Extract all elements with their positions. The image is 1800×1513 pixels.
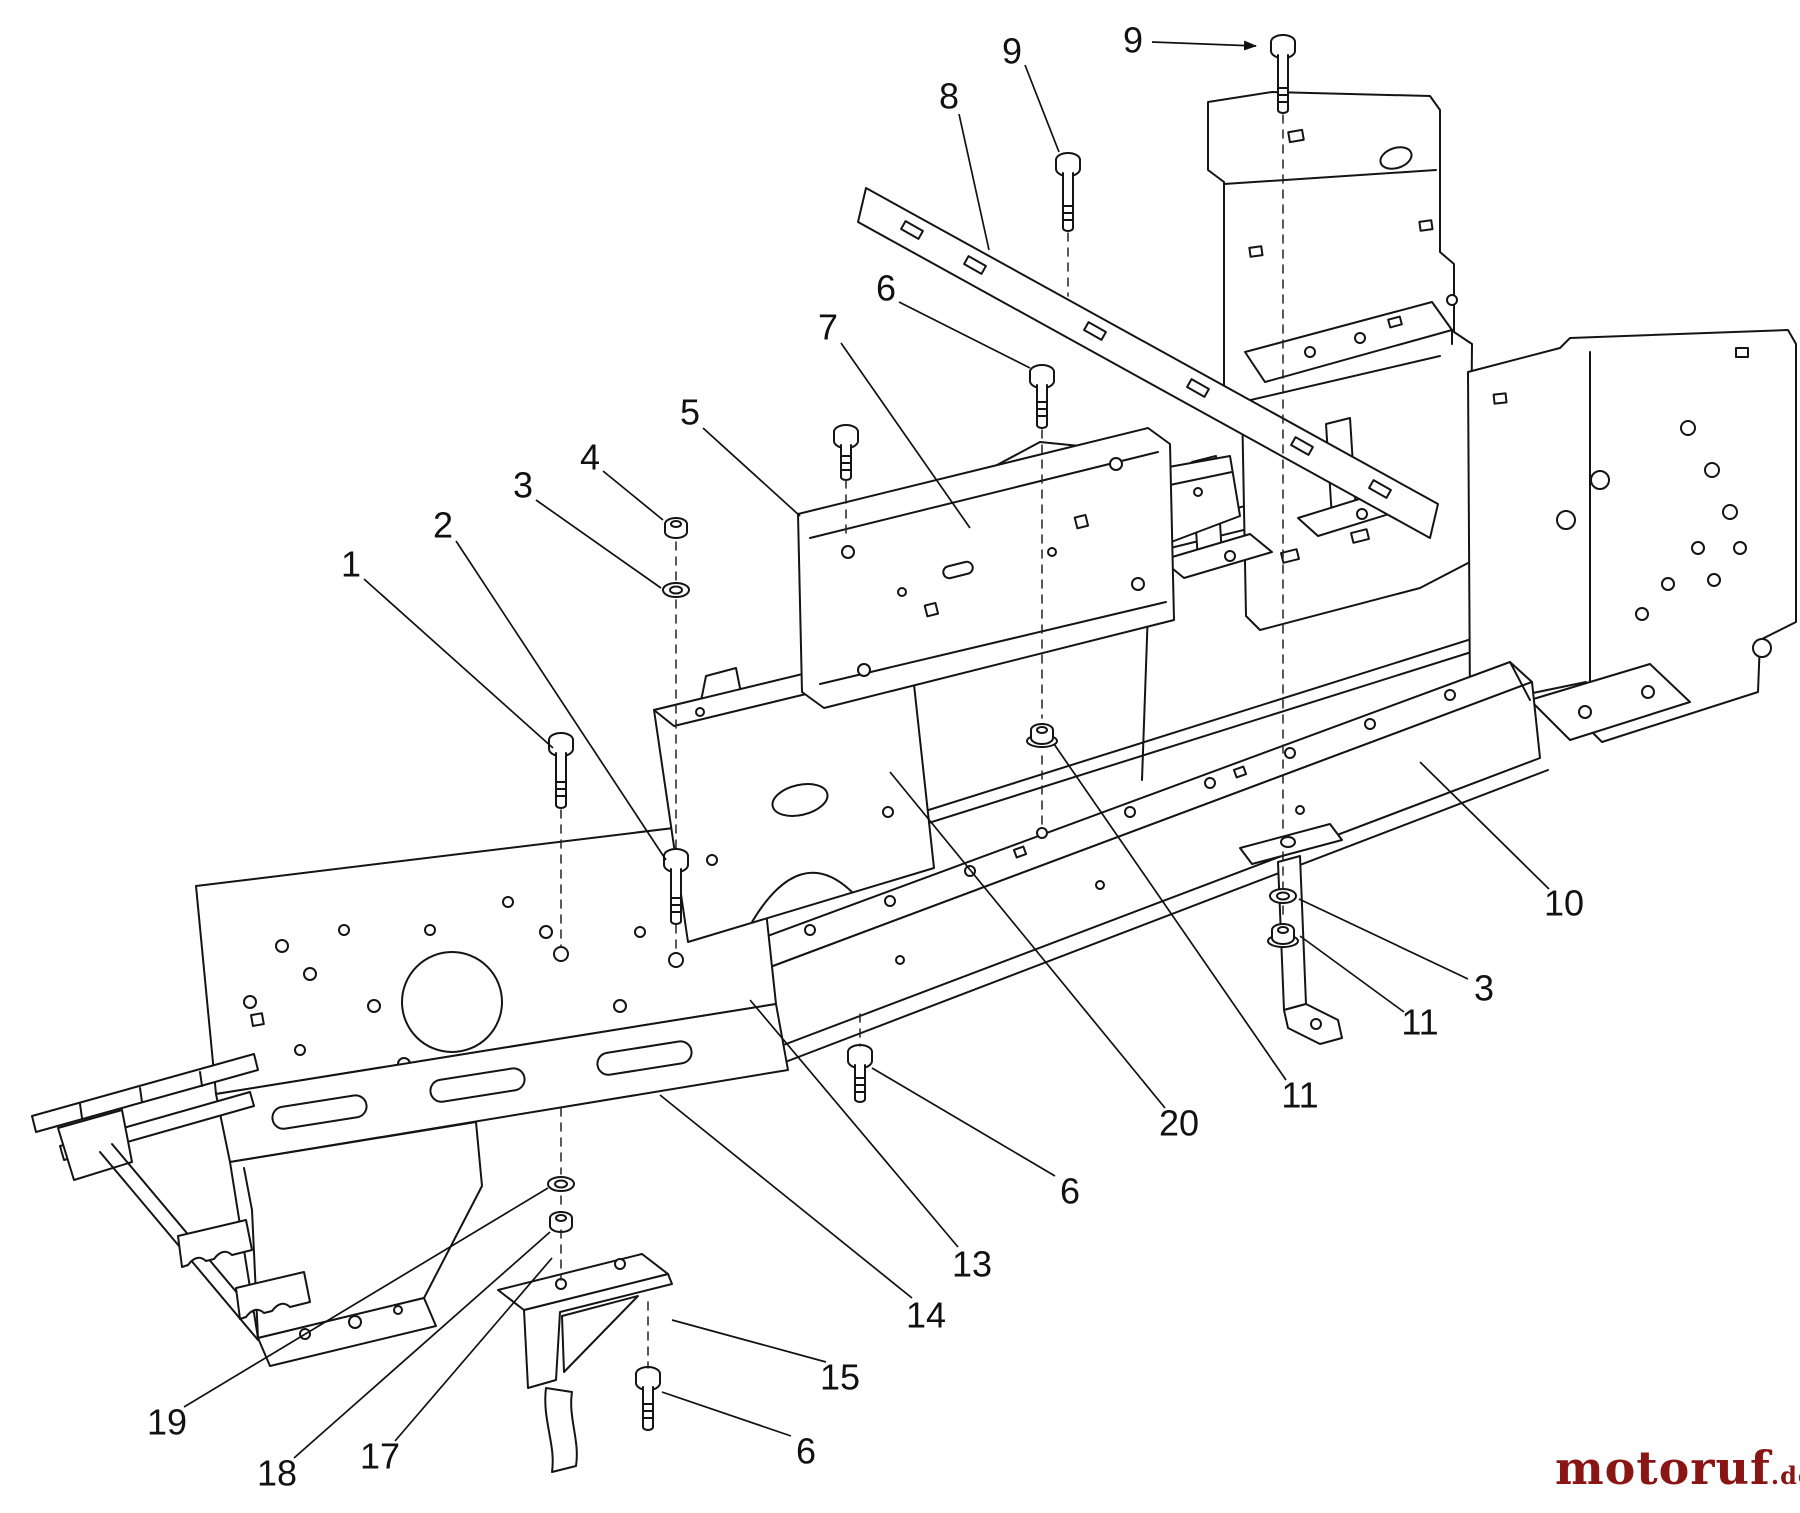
callout-20-label: 20: [1159, 1103, 1199, 1144]
alignment-lines: [560, 114, 1284, 1369]
callout-2-leader: [455, 540, 667, 861]
callout-5-leader: [702, 427, 801, 517]
bolt-1: [548, 732, 574, 809]
washer-3b: [1269, 888, 1297, 904]
callout-11b-leader: [1053, 743, 1287, 1081]
callout-18-label: 18: [257, 1453, 297, 1494]
part-strap-8: [857, 187, 1439, 539]
callout-7-label: 7: [818, 307, 838, 348]
callout-19-label: 19: [147, 1402, 187, 1443]
callout-9b-label: 9: [1123, 20, 1143, 61]
callout-13-label: 13: [952, 1244, 992, 1285]
nut-18: [549, 1211, 573, 1233]
callout-1-leader: [363, 578, 554, 749]
bolt-2: [663, 848, 689, 925]
callout-5-label: 5: [680, 392, 700, 433]
callout-18-leader: [293, 1231, 551, 1459]
callout-9a-leader: [1024, 64, 1060, 153]
fasteners: [547, 34, 1299, 1431]
callout-4-leader: [602, 470, 664, 521]
part-tower-right: [1467, 329, 1797, 743]
callout-6a-leader: [898, 301, 1031, 369]
callout-1-label: 1: [341, 544, 361, 585]
part-tower-foot: [1529, 663, 1691, 741]
callout-6c-label: 6: [796, 1431, 816, 1472]
watermark-logo: motoruf.de: [1555, 1445, 1800, 1491]
callout-6a-label: 6: [876, 268, 896, 309]
bolt-plate-5: [833, 424, 859, 481]
nut-11b: [1026, 723, 1058, 748]
callout-3b-label: 3: [1474, 968, 1494, 1009]
callout-11a-leader: [1299, 935, 1405, 1013]
callout-7-leader: [840, 342, 971, 529]
callout-3b-leader: [1298, 898, 1469, 980]
callout-8-label: 8: [939, 76, 959, 117]
callout-14-leader: [659, 1094, 913, 1299]
callout-15-label: 15: [820, 1357, 860, 1398]
callout-6b-label: 6: [1060, 1171, 1080, 1212]
nut-11a: [1267, 923, 1299, 948]
callout-6b-leader: [871, 1067, 1056, 1177]
part-bracket-15: [497, 1253, 673, 1473]
callout-11b-label: 11: [1281, 1075, 1318, 1116]
bolt-9a: [1055, 152, 1081, 232]
part-plate-5: [797, 427, 1175, 709]
callout-13-leader: [749, 999, 959, 1248]
callout-17-leader: [394, 1257, 553, 1442]
callout-9a-label: 9: [1002, 31, 1022, 72]
callout-17-label: 17: [360, 1436, 400, 1477]
callout-9b-leader: [1151, 40, 1257, 51]
bolt-6a: [1029, 364, 1055, 429]
frame-drawing: [31, 34, 1797, 1473]
part-engine-plate: [195, 817, 789, 1163]
callout-10-leader: [1419, 761, 1550, 890]
callout-14-label: 14: [906, 1295, 946, 1336]
callout-8-leader: [958, 113, 990, 251]
callout-3a-label: 3: [513, 465, 533, 506]
bolt-9b: [1270, 34, 1296, 114]
callout-2-label: 2: [433, 505, 453, 546]
callout-3a-leader: [535, 499, 662, 589]
watermark-tld: .de: [1770, 1461, 1800, 1490]
part-shelf: [1244, 301, 1453, 383]
washer-19: [547, 1176, 575, 1192]
nut-4: [664, 517, 688, 539]
callout-4-label: 4: [580, 437, 600, 478]
part-front-frame: [31, 1053, 483, 1367]
callout-19-leader: [183, 1187, 549, 1408]
washer-3a: [662, 582, 690, 598]
watermark-brand: motoruf: [1555, 1441, 1771, 1495]
bolt-6b: [847, 1044, 873, 1103]
callout-6c-leader: [661, 1391, 792, 1437]
callout-11a-label: 11: [1401, 1002, 1438, 1043]
callout-15-leader: [671, 1319, 827, 1363]
callout-20-leader: [889, 771, 1166, 1109]
bolt-6c: [635, 1366, 661, 1431]
callout-10-label: 10: [1544, 883, 1584, 924]
